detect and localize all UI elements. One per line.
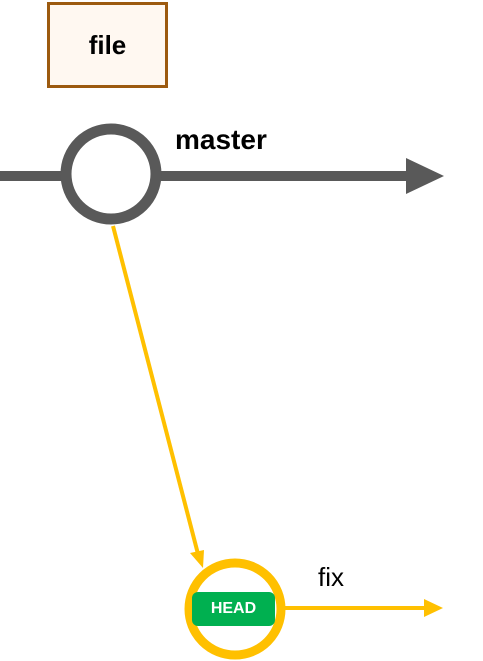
master-arrowhead [406, 158, 444, 194]
fix-arrowhead [424, 599, 443, 617]
head-badge-label: HEAD [210, 600, 257, 617]
head-badge[interactable]: HEAD [192, 592, 275, 626]
file-box-label: file [88, 29, 127, 60]
file-box[interactable]: file [47, 2, 168, 88]
branch-connector-line [111, 225, 200, 555]
master-commit-node[interactable] [60, 123, 162, 225]
branch-connector-arrowhead [190, 550, 204, 568]
master-branch-label: master [175, 124, 267, 155]
fix-branch-label: fix [318, 562, 344, 592]
